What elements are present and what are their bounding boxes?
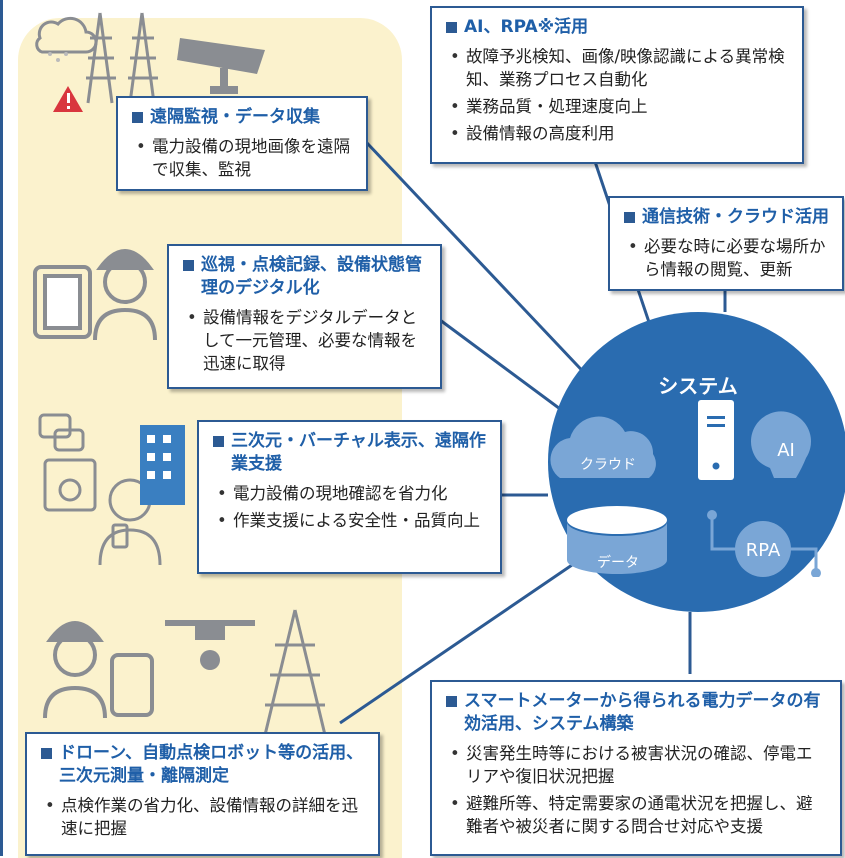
digitalization-box: 巡視・点検記録、設備状態管理のデジタル化 設備情報をデジタルデータとして一元管理…: [167, 244, 442, 389]
remote-monitoring-item: 電力設備の現地画像を遠隔で収集、監視: [132, 135, 354, 181]
cloud-icon: [550, 416, 656, 478]
data-label: データ: [597, 555, 639, 571]
digitalization-title: 巡視・点検記録、設備状態管理のデジタル化: [183, 254, 428, 300]
communication-cloud-item: 必要な時に必要な場所から情報の閲覧、更新: [624, 235, 830, 281]
ai-rpa-box: AI、RPA※活用 故障予兆検知、画像/映像認識による異常検知、業務プロセス自動…: [430, 6, 804, 164]
digitalization-item: 設備情報をデジタルデータとして一元管理、必要な情報を迅速に取得: [183, 306, 428, 375]
smart-meter-item: 災害発生時等における被害状況の確認、停電エリアや復旧状況把握: [446, 742, 828, 788]
frame-line: [0, 0, 3, 856]
drone-robot-item: 点検作業の省力化、設備情報の詳細を迅速に把握: [41, 794, 366, 840]
worker-phone-icon: [38, 413, 185, 565]
ai-rpa-title: AI、RPA※活用: [446, 16, 790, 39]
ai-label: AI: [777, 440, 795, 461]
system-title: システム: [658, 374, 738, 398]
drone-worker-tower-icon: [43, 609, 327, 736]
weather-tower-icon: [35, 12, 158, 112]
smart-meter-title: スマートメーターから得られる電力データの有効活用、システム構築: [446, 690, 828, 736]
remote-monitoring-title: 遠隔監視・データ収集: [132, 106, 354, 129]
virtual-support-title: 三次元・バーチャル表示、遠隔作業支援: [213, 430, 488, 476]
database-icon: [567, 506, 667, 574]
rpa-icon: [707, 510, 821, 577]
drone-robot-title: ドローン、自動点検ロボット等の活用、三次元測量・離隔測定: [41, 742, 366, 788]
rpa-label: RPA: [745, 540, 781, 561]
smart-meter-box: スマートメーターから得られる電力データの有効活用、システム構築 災害発生時等にお…: [430, 680, 842, 856]
communication-cloud-box: 通信技術・クラウド活用 必要な時に必要な場所から情報の閲覧、更新: [608, 196, 844, 291]
drone-robot-box: ドローン、自動点検ロボット等の活用、三次元測量・離隔測定 点検作業の省力化、設備…: [25, 732, 380, 856]
security-camera-icon: [177, 38, 265, 94]
communication-cloud-title: 通信技術・クラウド活用: [624, 206, 830, 229]
server-ai-icon: [698, 400, 811, 480]
remote-monitoring-box: 遠隔監視・データ収集 電力設備の現地画像を遠隔で収集、監視: [116, 96, 368, 191]
system-circle: システム クラウド AI データ RPA: [548, 312, 845, 612]
ai-rpa-item: 設備情報の高度利用: [446, 122, 790, 145]
ai-rpa-item: 故障予兆検知、画像/映像認識による異常検知、業務プロセス自動化: [446, 45, 790, 91]
ai-rpa-item: 業務品質・処理速度向上: [446, 95, 790, 118]
smart-meter-item: 避難所等、特定需要家の通電状況を把握し、避難者や被災者に関する問合せ対応や支援: [446, 792, 828, 838]
virtual-support-item: 作業支援による安全性・品質向上: [213, 509, 488, 532]
virtual-support-item: 電力設備の現地確認を省力化: [213, 482, 488, 505]
virtual-support-box: 三次元・バーチャル表示、遠隔作業支援 電力設備の現地確認を省力化 作業支援による…: [197, 420, 502, 574]
cloud-label: クラウド: [580, 457, 636, 473]
worker-tablet-icon: [33, 249, 157, 341]
